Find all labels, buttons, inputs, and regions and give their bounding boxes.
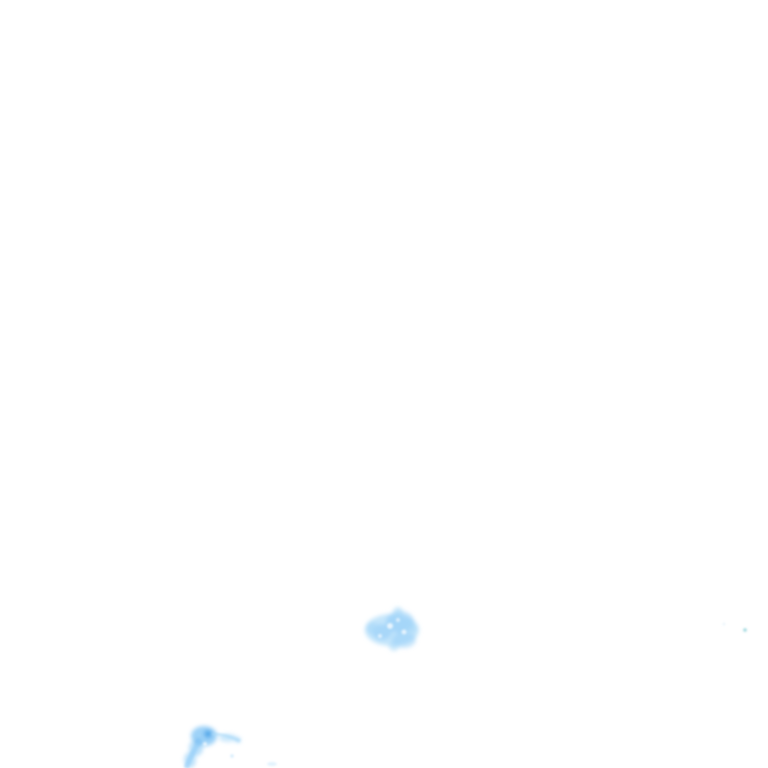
heat-core [204,730,212,738]
heat-gap [387,623,393,629]
heat-gap [378,634,382,638]
heat-trail [211,732,241,743]
heat-cluster-central-holes [378,618,407,638]
heat-point [393,607,403,617]
heat-point [366,622,378,634]
heat-point [230,754,234,758]
heat-trail [183,738,203,768]
heat-point [743,628,747,632]
heat-point [267,762,277,766]
heat-blob [386,611,414,633]
heat-cluster-central[interactable] [365,607,419,651]
heat-point [722,622,726,626]
heat-point [389,641,399,651]
heat-point [407,623,417,633]
heat-gap [203,742,207,746]
heat-cluster-southwest[interactable] [184,726,241,768]
heat-gap [401,629,407,635]
heat-cluster-southwest-trail [183,732,241,768]
heat-cluster-east-speck[interactable] [722,622,747,632]
heat-gap [396,618,400,622]
heat-speck-southwest-tail [230,754,277,766]
